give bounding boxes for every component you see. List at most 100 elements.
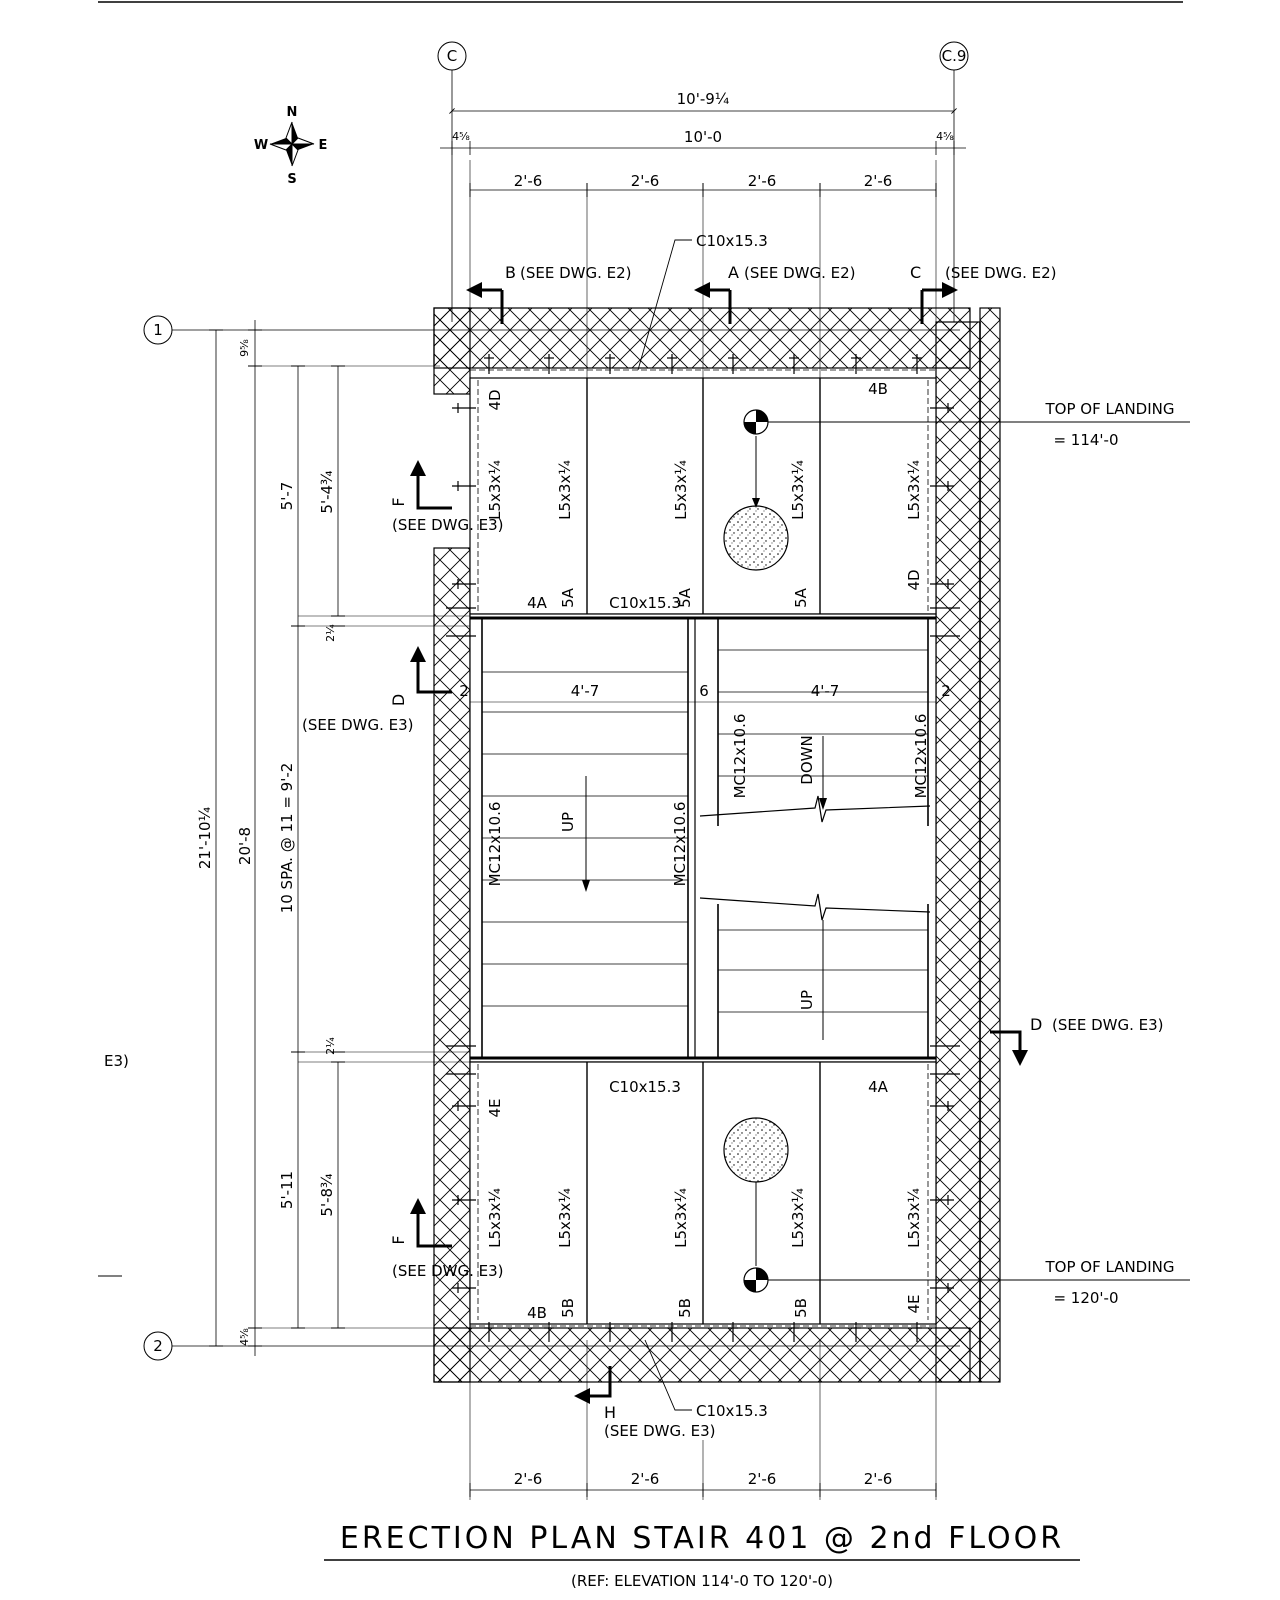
grid-label-2: 2 [153,1337,163,1355]
dim-bay-bottom-3: 2'-6 [748,1470,777,1488]
angle-label-l4: L5x3x¼ [789,1188,807,1248]
stringer-label-1: MC12x10.6 [486,802,504,887]
section-b-letter: B [505,263,516,282]
dim-edge-left-text: 4⅝ [452,130,470,143]
angle-label-u2: L5x3x¼ [556,460,574,520]
dim-bays-bottom: 2'-6 2'-6 2'-6 2'-6 [469,1330,937,1500]
section-d-right-ref: (SEE DWG. E3) [1052,1016,1164,1034]
dim-edge-right-text: 4⅝ [936,130,954,143]
stringer-label-3: MC12x10.6 [731,714,749,799]
section-cut-d-right: D (SEE DWG. E3) [990,1015,1164,1066]
landing-top-label: TOP OF LANDING [1045,400,1175,418]
mark-4d-top-right: 4D [905,569,923,590]
angle-label-u3: L5x3x¼ [672,460,690,520]
dim-overall-height: 21'-10¼ [196,329,223,1347]
dim-bay-bottom-2: 2'-6 [631,1470,660,1488]
section-a-ref: (SEE DWG. E2) [744,264,856,282]
drawing-title: ERECTION PLAN STAIR 401 @ 2nd FLOOR [340,1521,1064,1556]
dim-bay-1: 2'-6 [514,172,543,190]
dim-overall-height-text: 21'-10¼ [196,806,214,869]
dim-landing-inner: 5'-4¾ 2¼ 2¼ 5'-8¾ [298,365,470,1329]
section-d-left-ref: (SEE DWG. E3) [302,716,414,734]
section-f-top-letter: F [389,497,408,506]
concrete-walls [433,307,1001,1383]
angle-label-u4: L5x3x¼ [789,460,807,520]
section-cut-d-left: D (SEE DWG. E3) [302,646,452,734]
dim-flight-left-text: 4'-7 [571,682,600,700]
mark-4e-bottom: 4E [905,1294,923,1313]
section-b-ref: (SEE DWG. E2) [520,264,632,282]
column-top [723,436,789,571]
angle-label-l5: L5x3x¼ [905,1188,923,1248]
dim-bay-2: 2'-6 [631,172,660,190]
column-bottom [723,1117,789,1266]
landing-bottom-label: TOP OF LANDING [1045,1258,1175,1276]
dim-edge-gap-left-text: 2 [459,682,469,700]
compass-s: S [287,172,296,187]
section-f-bottom-ref: (SEE DWG. E3) [392,1262,504,1280]
section-f-top-ref: (SEE DWG. E3) [392,516,504,534]
section-cut-c: C (SEE DWG. E2) [910,263,1057,324]
dim-inner-width: 10'-0 4⅝ 4⅝ [440,128,966,155]
dim-landing-top-inner-text: 5'-4¾ [318,470,336,514]
dim-edge-gap-right-text: 2 [941,682,951,700]
channel-label-top: C10x15.3 [696,232,768,250]
section-h-letter: H [604,1403,616,1422]
section-cut-b: B (SEE DWG. E2) [466,263,632,324]
compass-e: E [319,138,328,153]
dim-stair-run-text: 10 SPA. @ 11 = 9'-2 [278,763,296,914]
upper-landing [469,369,937,615]
dim-well-gap-text: 6 [699,682,709,700]
grid-label-c: C [447,47,457,65]
section-h-ref: (SEE DWG. E3) [604,1422,716,1440]
mark-5a-1: 5A [559,587,577,608]
channel-label-mid-top: C10x15.3 [609,594,681,612]
grid-bubble-c: C [437,41,467,322]
dim-landing-bottom-text: 5'-11 [278,1171,296,1209]
mark-4a-top: 4A [527,594,548,612]
elevation-marker-bottom [743,1267,1190,1293]
mark-4b-bottom: 4B [527,1304,547,1322]
drawing-subtitle: (REF: ELEVATION 114'-0 TO 120'-0) [571,1572,833,1590]
section-f-bottom-letter: F [389,1235,408,1244]
dim-bay-4: 2'-6 [864,172,893,190]
section-c-letter: C [910,263,921,282]
stringer-label-2: MC12x10.6 [671,802,689,887]
stair-up-right: UP [798,990,816,1010]
stair-down: DOWN [798,735,816,784]
lower-landing-labels: C10x15.3 4A 4E 4E L5x3x¼ L5x3x¼ L5x3x¼ L… [486,1078,923,1322]
section-d-left-letter: D [389,694,408,706]
dim-bays-top: 2'-6 2'-6 2'-6 2'-6 [469,160,937,380]
elevation-marker-top [743,409,1190,435]
channel-label-bottom: C10x15.3 [696,1402,768,1420]
dim-bay-3: 2'-6 [748,172,777,190]
anchor-bolts [446,354,960,1342]
landing-top-elev: = 114'-0 [1053,431,1118,449]
dim-bottom-offset-text: 4⅝ [238,1328,251,1346]
dim-overall-width: 10'-9¼ [449,90,957,114]
grid-label-1: 1 [153,321,163,339]
channel-callout-bottom: C10x15.3 [644,1339,768,1420]
channel-callout-top: C10x15.3 [637,232,768,371]
dim-bay-bottom-1: 2'-6 [514,1470,543,1488]
dim-landing-top-text: 5'-7 [278,482,296,511]
landing-bottom-elev: = 120'-0 [1053,1289,1118,1307]
section-d-right-letter: D [1030,1015,1042,1034]
dim-inner-width-text: 10'-0 [684,128,722,146]
compass-w: W [254,138,268,153]
grid-label-c9: C.9 [942,47,967,65]
angle-label-l1: L5x3x¼ [486,1188,504,1248]
upper-landing-labels: L5x3x¼ L5x3x¼ L5x3x¼ L5x3x¼ L5x3x¼ 4D 4D… [486,380,923,612]
section-c-ref: (SEE DWG. E2) [945,264,1057,282]
dim-gap-bottom-text: 2¼ [324,1037,337,1055]
section-ref-edge-left: E3) [104,1052,129,1070]
dim-top-offset-text: 9⅝ [238,339,251,357]
dim-inner-height-text: 20'-8 [236,827,254,865]
mark-5a-3: 5A [792,587,810,608]
stair-flights: 4'-7 4'-7 6 2 2 UP DOWN UP MC12x10.6 MC1… [459,613,951,1063]
mark-4b-top: 4B [868,380,888,398]
dim-bay-bottom-4: 2'-6 [864,1470,893,1488]
mark-5b-2: 5B [676,1298,694,1318]
mark-4d-top-left: 4D [486,389,504,410]
